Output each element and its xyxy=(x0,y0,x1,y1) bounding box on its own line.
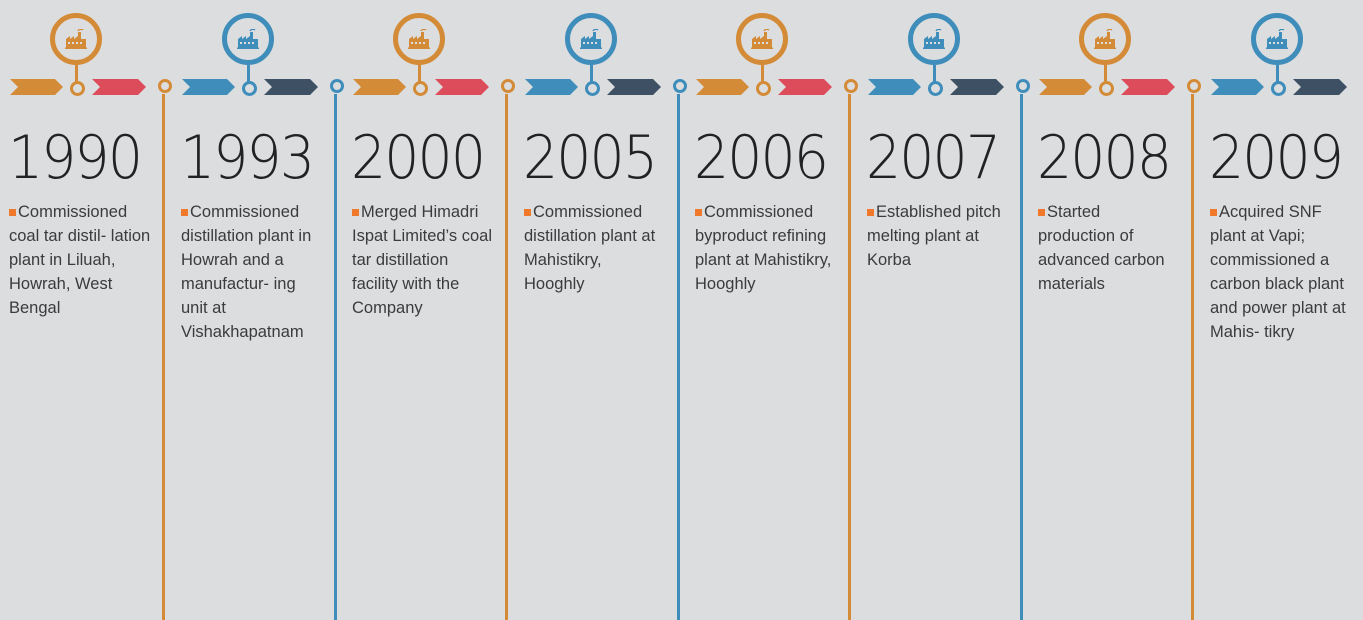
timeline-node xyxy=(70,81,85,96)
milestone-description: Commissioned byproduct refining plant at… xyxy=(695,200,837,296)
connector-stem xyxy=(247,65,250,82)
chevron-arrow xyxy=(435,79,489,95)
chevron-arrow xyxy=(525,79,578,95)
timeline-node xyxy=(928,81,943,96)
divider-line xyxy=(1020,94,1023,620)
year-label: 2007 xyxy=(866,123,1001,193)
description-text: Commissioned distillation plant in Howra… xyxy=(181,203,312,341)
milestone-description: Acquired SNF plant at Vapi; commissioned… xyxy=(1210,200,1352,344)
connector-stem xyxy=(590,65,593,82)
chevron-arrow xyxy=(607,79,661,95)
timeline-node xyxy=(1271,81,1286,96)
timeline-node xyxy=(413,81,428,96)
chevron-arrow xyxy=(353,79,406,95)
year-label: 1993 xyxy=(180,123,315,193)
chevron-arrow xyxy=(1121,79,1175,95)
divider-node xyxy=(673,79,687,93)
chevron-arrow xyxy=(696,79,749,95)
timeline-node xyxy=(756,81,771,96)
square-bullet-icon xyxy=(695,209,702,216)
connector-stem xyxy=(418,65,421,82)
factory-icon xyxy=(1079,13,1131,65)
divider-line xyxy=(505,94,508,620)
square-bullet-icon xyxy=(867,209,874,216)
square-bullet-icon xyxy=(524,209,531,216)
milestone-description: Commissioned coal tar distil- lation pla… xyxy=(9,200,151,320)
chevron-arrow xyxy=(92,79,146,95)
divider-line xyxy=(677,94,680,620)
description-text: Established pitch melting plant at Korba xyxy=(867,203,1001,269)
factory-icon xyxy=(736,13,788,65)
connector-stem xyxy=(1104,65,1107,82)
divider-line xyxy=(334,94,337,620)
divider-node xyxy=(330,79,344,93)
milestone-description: Established pitch melting plant at Korba xyxy=(867,200,1009,272)
square-bullet-icon xyxy=(181,209,188,216)
divider-line xyxy=(162,94,165,620)
square-bullet-icon xyxy=(1038,209,1045,216)
timeline-node xyxy=(1099,81,1114,96)
chevron-arrow xyxy=(182,79,235,95)
chevron-arrow xyxy=(1039,79,1092,95)
divider-line xyxy=(1191,94,1194,620)
year-label: 2000 xyxy=(351,123,486,193)
year-label: 2006 xyxy=(694,123,829,193)
description-text: Started production of advanced carbon ma… xyxy=(1038,203,1165,293)
divider-line xyxy=(848,94,851,620)
connector-stem xyxy=(761,65,764,82)
chevron-arrow xyxy=(1211,79,1264,95)
divider-node xyxy=(1016,79,1030,93)
timeline-node xyxy=(585,81,600,96)
factory-icon xyxy=(1251,13,1303,65)
divider-node xyxy=(1187,79,1201,93)
milestone-description: Merged Himadri Ispat Limited’s coal tar … xyxy=(352,200,494,320)
description-text: Commissioned distillation plant at Mahis… xyxy=(524,203,656,293)
year-label: 2008 xyxy=(1037,123,1172,193)
chevron-arrow xyxy=(1293,79,1347,95)
milestone-description: Started production of advanced carbon ma… xyxy=(1038,200,1180,296)
divider-node xyxy=(501,79,515,93)
factory-icon xyxy=(222,13,274,65)
description-text: Acquired SNF plant at Vapi; commissioned… xyxy=(1210,203,1346,341)
milestone-description: Commissioned distillation plant in Howra… xyxy=(181,200,323,344)
factory-icon xyxy=(393,13,445,65)
square-bullet-icon xyxy=(352,209,359,216)
divider-node xyxy=(158,79,172,93)
year-label: 1990 xyxy=(8,123,143,193)
factory-icon xyxy=(908,13,960,65)
milestone-description: Commissioned distillation plant at Mahis… xyxy=(524,200,666,296)
year-label: 2005 xyxy=(523,123,658,193)
chevron-arrow xyxy=(10,79,63,95)
chevron-arrow xyxy=(264,79,318,95)
square-bullet-icon xyxy=(9,209,16,216)
square-bullet-icon xyxy=(1210,209,1217,216)
connector-stem xyxy=(933,65,936,82)
description-text: Merged Himadri Ispat Limited’s coal tar … xyxy=(352,203,493,317)
connector-stem xyxy=(75,65,78,82)
connector-stem xyxy=(1276,65,1279,82)
factory-icon xyxy=(50,13,102,65)
timeline-node xyxy=(242,81,257,96)
divider-node xyxy=(844,79,858,93)
year-label: 2009 xyxy=(1209,123,1344,193)
chevron-arrow xyxy=(868,79,921,95)
chevron-arrow xyxy=(950,79,1004,95)
description-text: Commissioned coal tar distil- lation pla… xyxy=(9,203,151,317)
description-text: Commissioned byproduct refining plant at… xyxy=(695,203,832,293)
chevron-arrow xyxy=(778,79,832,95)
factory-icon xyxy=(565,13,617,65)
